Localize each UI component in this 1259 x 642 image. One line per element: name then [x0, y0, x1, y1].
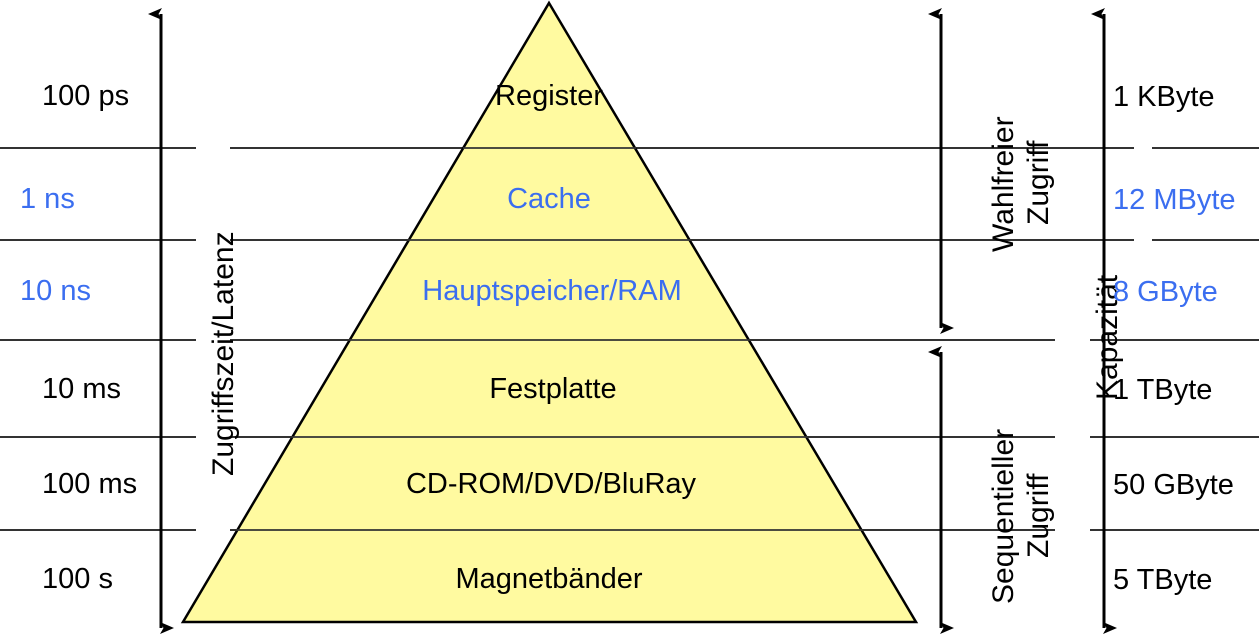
left-axis-label: Zugriffszeit/Latenz: [207, 231, 240, 476]
latency-value-cache: 1 ns: [20, 183, 75, 215]
latency-value-ram: 10 ns: [20, 275, 91, 307]
latency-value-optical: 100 ms: [42, 468, 138, 500]
latency-value-hdd: 10 ms: [42, 373, 121, 405]
sequential-access-label-line1: Sequentieller: [987, 428, 1020, 604]
random-access-label-line1: Wahlfreier: [987, 116, 1020, 252]
capacity-value-hdd: 1 TByte: [1113, 374, 1213, 406]
capacity-value-register: 1 KByte: [1113, 81, 1215, 113]
tier-name-register: Register: [495, 80, 603, 112]
tier-name-cache: Cache: [507, 183, 591, 215]
capacity-value-tape: 5 TByte: [1113, 564, 1213, 596]
latency-value-tape: 100 s: [42, 563, 113, 595]
capacity-value-ram: 8 GByte: [1113, 276, 1218, 308]
tier-name-tape: Magnetbänder: [455, 563, 643, 595]
tier-name-hdd: Festplatte: [489, 373, 617, 405]
sequential-access-label-line2: Zugriff: [1022, 473, 1055, 558]
latency-value-register: 100 ps: [42, 80, 130, 112]
capacity-value-optical: 50 GByte: [1113, 469, 1234, 501]
tier-name-optical: CD-ROM/DVD/BluRay: [405, 468, 697, 500]
random-access-label-line2: Zugriff: [1022, 140, 1055, 225]
tier-name-ram: Hauptspeicher/RAM: [422, 275, 682, 307]
pyramid-shape: [180, 0, 919, 624]
capacity-value-cache: 12 MByte: [1113, 184, 1236, 216]
